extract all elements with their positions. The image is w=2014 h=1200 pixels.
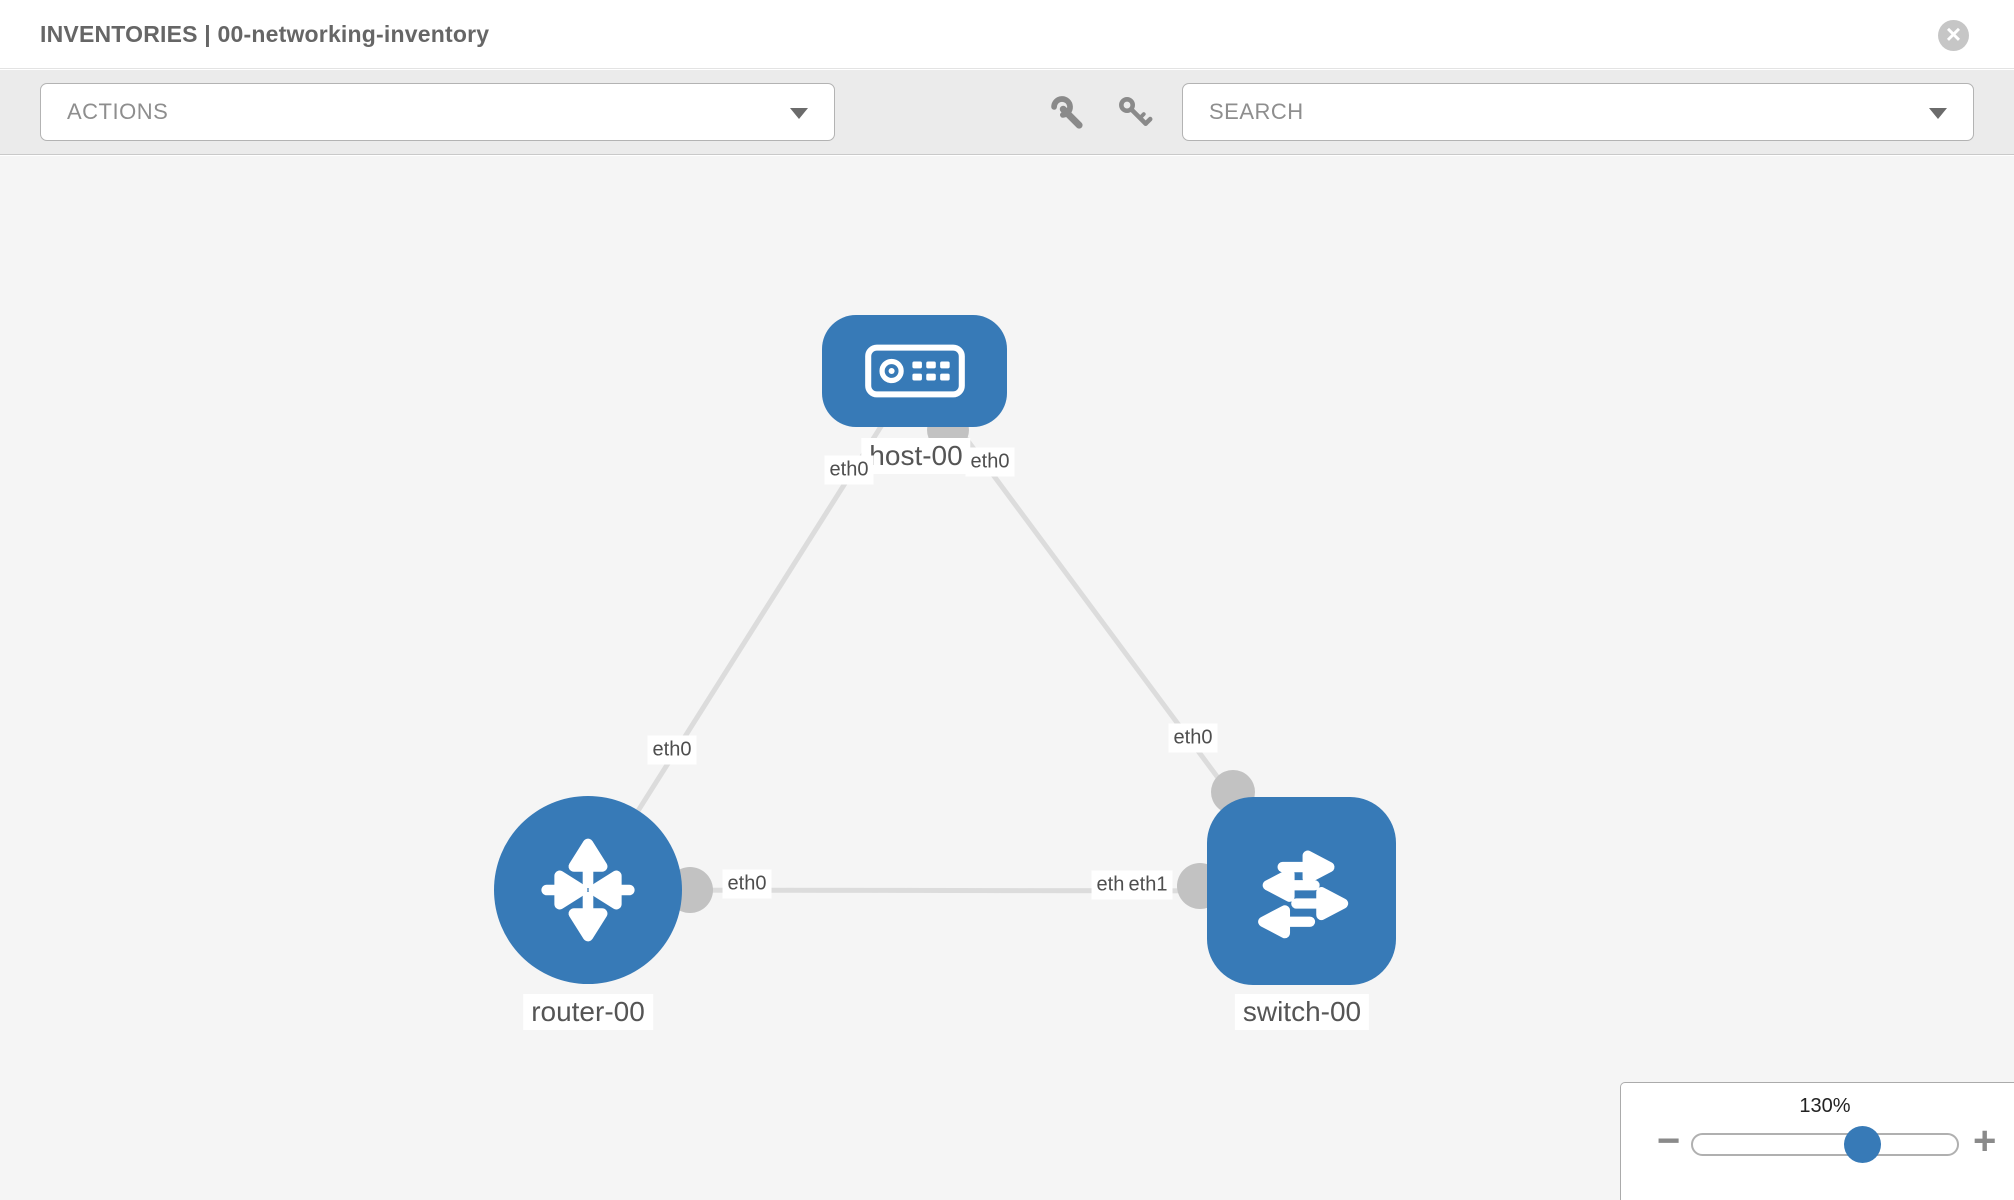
node-label-router[interactable]: router-00 bbox=[523, 994, 653, 1030]
interface-label: eth1 bbox=[1123, 870, 1173, 900]
topology-canvas[interactable]: host-00 router-00 switch-00 eth0 eth0 et… bbox=[0, 156, 2014, 1200]
node-label-switch[interactable]: switch-00 bbox=[1234, 994, 1370, 1030]
zoom-out-button[interactable]: − bbox=[1657, 1119, 1681, 1163]
search-placeholder: SEARCH bbox=[1209, 99, 1304, 124]
chevron-down-icon bbox=[1929, 108, 1947, 119]
interface-label: eth0 bbox=[647, 735, 697, 765]
close-icon[interactable]: × bbox=[1938, 20, 1969, 51]
node-label-host[interactable]: host-00 bbox=[861, 438, 971, 474]
wrench-icon[interactable] bbox=[1048, 94, 1086, 132]
interface-label: eth0 bbox=[722, 869, 772, 899]
zoom-slider-thumb[interactable] bbox=[1843, 1126, 1881, 1163]
zoom-level-value: 130% bbox=[1799, 1095, 1851, 1117]
router-icon bbox=[541, 838, 635, 942]
interface-label: eth0 bbox=[965, 447, 1015, 477]
node-router[interactable] bbox=[494, 796, 682, 984]
actions-dropdown-label: ACTIONS bbox=[67, 99, 169, 124]
node-host[interactable] bbox=[822, 315, 1007, 427]
switch-icon bbox=[1257, 850, 1348, 939]
zoom-slider[interactable] bbox=[1691, 1126, 1959, 1163]
search-dropdown[interactable]: SEARCH bbox=[1182, 83, 1974, 141]
page-title: INVENTORIES | 00-networking-inventory bbox=[40, 21, 490, 47]
node-switch[interactable] bbox=[1207, 797, 1396, 985]
interface-label: eth0 bbox=[1168, 723, 1218, 753]
toolbar: ACTIONS SEARCH bbox=[0, 70, 2014, 155]
chevron-down-icon bbox=[790, 108, 808, 119]
zoom-in-button[interactable]: + bbox=[1973, 1119, 1997, 1163]
header-bar: INVENTORIES | 00-networking-inventory × bbox=[0, 0, 2014, 69]
actions-dropdown[interactable]: ACTIONS bbox=[40, 83, 835, 141]
key-icon[interactable] bbox=[1116, 94, 1154, 132]
host-icon bbox=[864, 344, 965, 398]
interface-label: eth0 bbox=[824, 455, 874, 485]
edges-layer bbox=[585, 369, 1305, 913]
zoom-panel: 130% − + bbox=[1620, 1082, 2014, 1200]
